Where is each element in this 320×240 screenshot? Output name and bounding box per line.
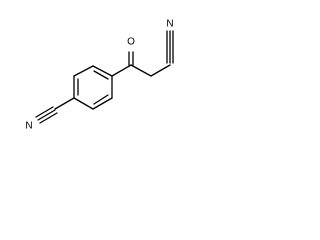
ch2-to-ch2-bond — [150, 64, 171, 77]
nitrogen-left-bg — [24, 120, 34, 132]
left-nitrile-triple-c — [39, 112, 58, 124]
left-nitrile-triple-b — [37, 109, 56, 121]
ring-bond-3 — [92, 97, 113, 110]
nitrogen-top-bg — [165, 18, 175, 30]
ring-bond-6 — [73, 65, 94, 77]
oxygen-label: O — [127, 37, 135, 48]
nitrogen-top-label: N — [166, 19, 173, 30]
carbonyl-to-ch2-bond — [130, 64, 152, 77]
benzene-ring — [73, 65, 113, 110]
ring-bond-4 — [73, 97, 94, 110]
left-nitrile-triple-a — [35, 106, 54, 118]
chemical-structure-diagram: N O N — [24, 18, 175, 132]
ring-inner-double-1 — [93, 70, 109, 80]
nitrogen-left-label: N — [25, 121, 32, 132]
ring-bond-1 — [92, 65, 113, 77]
ring-to-carbonyl-bond — [111, 64, 132, 77]
ring-to-nitrile-bond — [54, 97, 75, 110]
ring-inner-double-2 — [93, 94, 109, 105]
oxygen-bg — [126, 36, 136, 48]
